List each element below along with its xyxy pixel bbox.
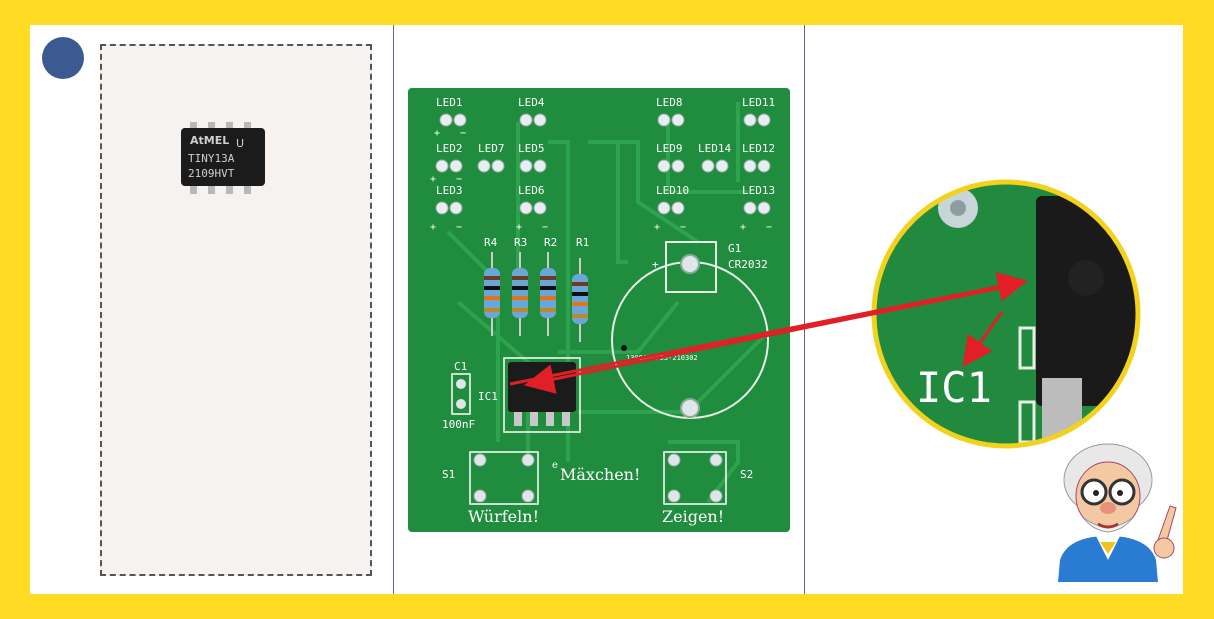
arrow-to-ic (530, 284, 1020, 384)
arrow-to-notch (966, 312, 1002, 362)
arrow-to-zoom (510, 282, 1022, 384)
professor-mascot (1038, 440, 1188, 582)
